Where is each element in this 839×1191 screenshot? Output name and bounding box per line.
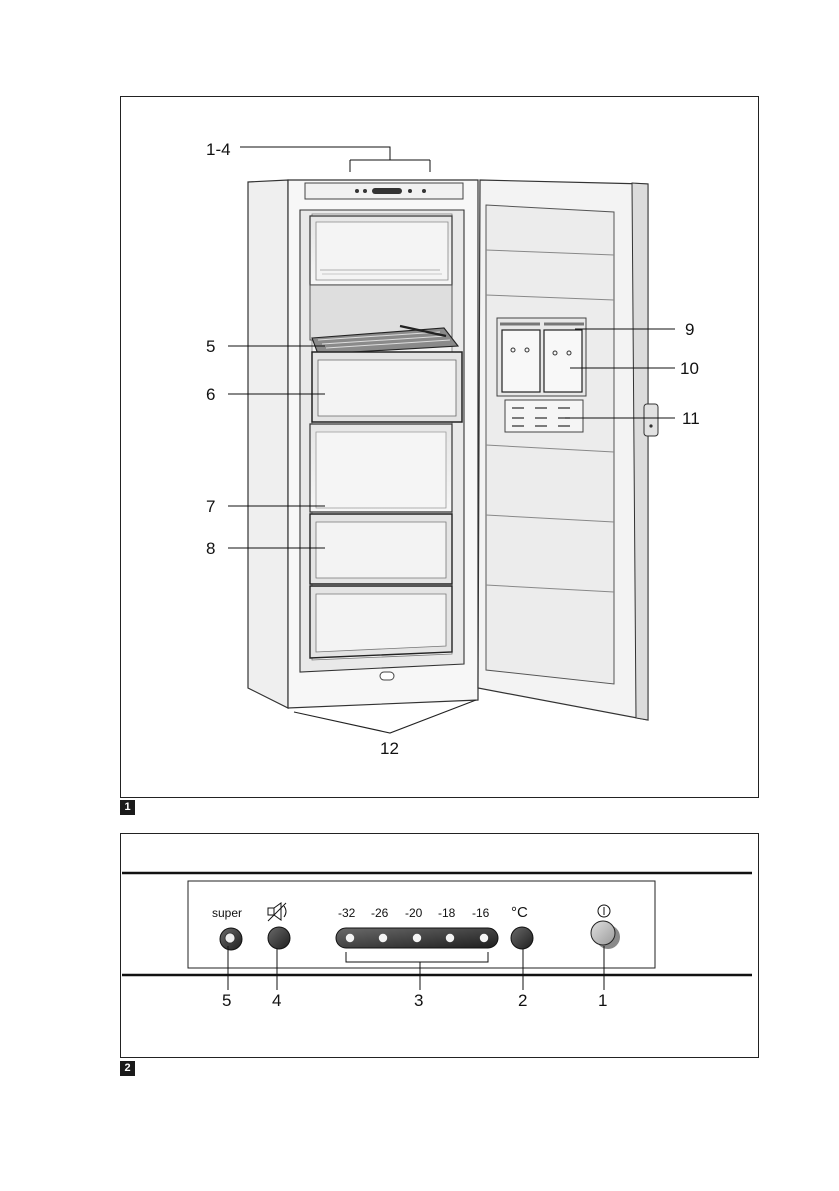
temp-label-4: -16 bbox=[472, 906, 490, 920]
callout-10: 10 bbox=[680, 359, 699, 378]
figure-2-leader-lines bbox=[227, 946, 605, 990]
callout-7: 7 bbox=[206, 497, 215, 516]
panel-callout-4: 4 bbox=[272, 991, 281, 1010]
alarm-mute-icon bbox=[267, 902, 287, 922]
control-panel-illustration: super -32 -26 -20 -18 -16 bbox=[122, 871, 752, 977]
callout-11: 11 bbox=[682, 409, 700, 428]
temp-led-1 bbox=[378, 933, 388, 943]
freezer-door bbox=[477, 179, 659, 721]
bracket-3 bbox=[345, 952, 489, 963]
temp-led-2 bbox=[412, 933, 422, 943]
callout-12: 12 bbox=[380, 739, 399, 758]
freezer-drawer-6 bbox=[311, 351, 463, 423]
cold-packs bbox=[496, 317, 587, 397]
temp-label-3: -18 bbox=[438, 906, 456, 920]
callout-8: 8 bbox=[206, 539, 215, 558]
super-button[interactable] bbox=[219, 927, 243, 951]
power-icon bbox=[597, 904, 611, 918]
super-label: super bbox=[212, 906, 242, 920]
callout-1-4: 1-4 bbox=[206, 140, 231, 159]
temperature-select-button[interactable] bbox=[510, 926, 534, 950]
alarm-off-button[interactable] bbox=[267, 926, 291, 950]
temp-label-2: -20 bbox=[405, 906, 423, 920]
temperature-indicator-bar bbox=[335, 927, 499, 949]
temp-led-3 bbox=[445, 933, 455, 943]
freezer-compartment-7 bbox=[309, 423, 453, 513]
mini-control-panel bbox=[355, 188, 426, 194]
freezer-drawer-bottom bbox=[309, 585, 453, 659]
temp-led-4 bbox=[479, 933, 489, 943]
freezer-drawer-top bbox=[309, 215, 453, 286]
panel-callout-3: 3 bbox=[414, 991, 423, 1010]
freezer-drawer-8 bbox=[309, 513, 453, 585]
freezer-illustration bbox=[247, 179, 659, 734]
panel-callout-2: 2 bbox=[518, 991, 527, 1010]
temp-label-1: -26 bbox=[371, 906, 389, 920]
panel-callout-1: 1 bbox=[598, 991, 607, 1010]
figure-2-tag: 2 bbox=[120, 1061, 135, 1076]
unit-label: °C bbox=[511, 904, 528, 921]
freezing-calendar bbox=[504, 399, 584, 433]
figure-1-tag: 1 bbox=[120, 800, 135, 815]
figure-1-leader-lines bbox=[228, 146, 675, 549]
callout-5: 5 bbox=[206, 337, 215, 356]
callout-9: 9 bbox=[685, 320, 694, 339]
temp-label-0: -32 bbox=[338, 906, 356, 920]
callout-6: 6 bbox=[206, 385, 215, 404]
panel-callout-5: 5 bbox=[222, 991, 231, 1010]
temp-led-0 bbox=[345, 933, 355, 943]
power-button[interactable] bbox=[590, 920, 620, 949]
ice-tray-grid bbox=[311, 324, 460, 355]
